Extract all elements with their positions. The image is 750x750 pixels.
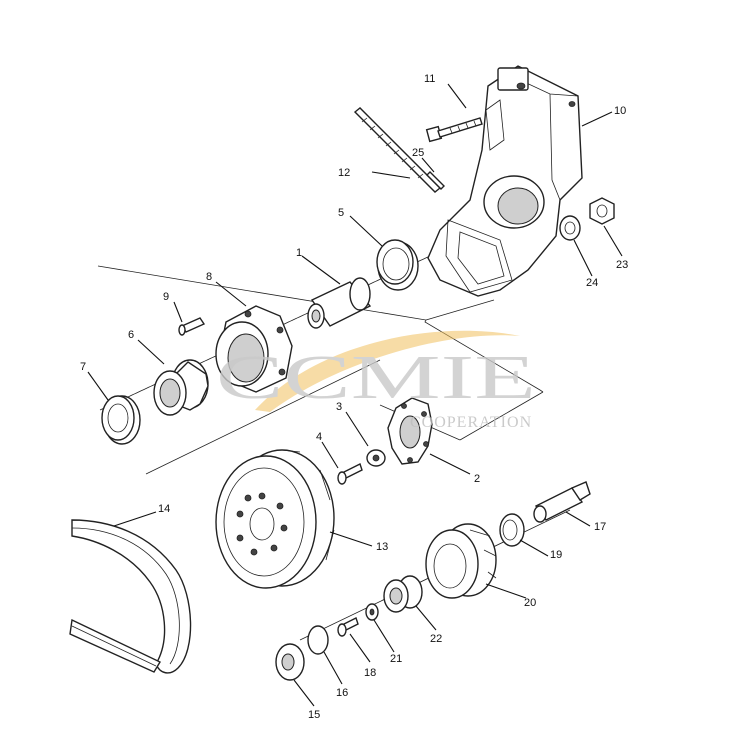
washer-part-21	[365, 603, 379, 621]
callout-19: 19	[550, 549, 562, 561]
callout-9: 9	[163, 291, 169, 303]
callout-13: 13	[376, 541, 388, 553]
shaft-part-17	[533, 481, 591, 523]
seal-part-19	[499, 513, 525, 547]
stud-part-12	[353, 107, 442, 193]
nut-part-23	[589, 197, 615, 225]
seal-part-5	[376, 239, 419, 291]
flange-part-2	[387, 397, 433, 465]
cap-part-16	[307, 625, 329, 655]
callout-25: 25	[412, 147, 424, 159]
bolt-part-18	[337, 617, 359, 637]
bolt-part-11	[425, 117, 483, 143]
callout-16: 16	[336, 687, 348, 699]
callout-20: 20	[524, 597, 536, 609]
watermark: CCMIE COOPERATION	[216, 330, 536, 431]
screw-part-9	[178, 317, 206, 336]
callout-labels: 1 2 3 4 5 6 7 8 9 10 11 12 13 14 15 16 1…	[80, 73, 628, 721]
callout-17: 17	[594, 521, 606, 533]
callout-3: 3	[336, 401, 342, 413]
callout-2: 2	[474, 473, 480, 485]
callout-12: 12	[338, 167, 350, 179]
seal-part-7	[101, 395, 141, 445]
watermark-swoosh	[255, 330, 520, 412]
callout-23: 23	[616, 259, 628, 271]
callout-5: 5	[338, 207, 344, 219]
callout-10: 10	[614, 105, 626, 117]
bracket-part-10	[427, 65, 583, 297]
bearing-part-22	[383, 575, 423, 613]
callout-1: 1	[296, 247, 302, 259]
callout-22: 22	[430, 633, 442, 645]
callout-15: 15	[308, 709, 320, 721]
pin-part-25	[426, 171, 445, 190]
bearing-part-6	[153, 359, 209, 416]
sleeve-part-1	[307, 277, 372, 329]
pulley-bolt-holes	[236, 492, 288, 556]
damper-pulley-part-13	[215, 449, 335, 589]
idler-pulley-part-20	[425, 523, 497, 599]
callout-21: 21	[390, 653, 402, 665]
housing-part-8	[215, 305, 293, 393]
cover-part-15	[275, 643, 305, 681]
callout-8: 8	[206, 271, 212, 283]
washer-part-24	[559, 215, 581, 241]
callout-11: 11	[424, 73, 435, 85]
screw-part-4	[337, 463, 363, 485]
callout-24: 24	[586, 277, 598, 289]
callout-7: 7	[80, 361, 86, 373]
belt-part-14	[69, 519, 192, 674]
watermark-subtitle: COOPERATION	[410, 414, 532, 431]
callout-6: 6	[128, 329, 134, 341]
callout-4: 4	[316, 431, 322, 443]
watermark-brand: CCMIE	[216, 344, 536, 412]
washer-part-3	[366, 449, 386, 467]
leader-lines	[87, 83, 623, 707]
callout-18: 18	[364, 667, 376, 679]
callout-14: 14	[158, 503, 170, 515]
